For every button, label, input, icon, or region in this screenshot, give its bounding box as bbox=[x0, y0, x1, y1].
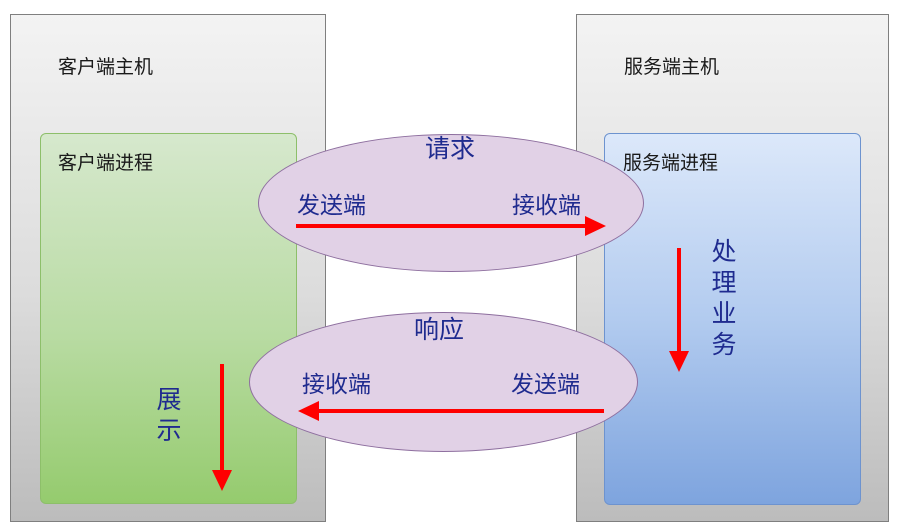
client-host-title: 客户端主机 bbox=[58, 56, 154, 78]
client-display-label: 展示 bbox=[156, 385, 182, 445]
server-process-title: 服务端进程 bbox=[623, 152, 719, 174]
client-process-box bbox=[40, 133, 297, 504]
request-receiver-label: 接收端 bbox=[512, 193, 581, 219]
request-sender-label: 发送端 bbox=[297, 193, 366, 219]
response-ellipse bbox=[249, 312, 638, 452]
response-receiver-label: 接收端 bbox=[302, 372, 371, 398]
request-ellipse bbox=[258, 134, 644, 272]
server-host-title: 服务端主机 bbox=[624, 56, 720, 78]
server-processing-label: 处理业务 bbox=[711, 237, 737, 359]
server-process-box bbox=[604, 133, 861, 505]
response-title: 响应 bbox=[414, 315, 465, 344]
client-process-title: 客户端进程 bbox=[58, 152, 154, 174]
response-sender-label: 发送端 bbox=[511, 372, 580, 398]
request-title: 请求 bbox=[425, 134, 476, 163]
